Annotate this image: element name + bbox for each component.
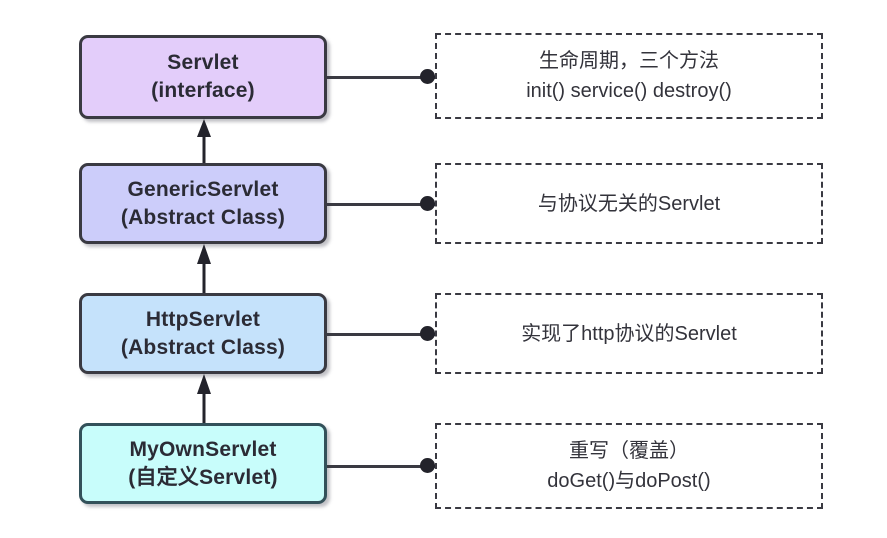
class-box-httpservlet-stereotype: (Abstract Class) — [120, 335, 286, 359]
note-connector-line-genericservlet — [327, 203, 435, 206]
note-myownservlet-line1: 重写（覆盖） — [569, 440, 689, 462]
note-genericservlet[interactable]: 与协议无关的Servlet — [435, 163, 823, 244]
class-box-myownservlet[interactable]: MyOwnServlet (自定义Servlet) — [79, 423, 327, 504]
note-connector-ball-myownservlet — [420, 458, 435, 473]
inheritance-arrow-myown-to-http — [196, 374, 212, 423]
class-box-servlet-name: Servlet — [167, 51, 239, 74]
inheritance-arrow-generic-to-servlet — [196, 119, 212, 163]
class-box-httpservlet-name: HttpServlet — [145, 307, 261, 331]
note-connector-ball-servlet — [420, 69, 435, 84]
note-myownservlet[interactable]: 重写（覆盖） doGet()与doPost() — [435, 423, 823, 509]
note-connector-line-httpservlet — [327, 333, 435, 336]
class-box-httpservlet[interactable]: HttpServlet (Abstract Class) — [79, 293, 327, 374]
class-box-myownservlet-name: MyOwnServlet — [129, 437, 277, 461]
class-box-genericservlet-name: GenericServlet — [127, 177, 279, 201]
note-connector-ball-httpservlet — [420, 326, 435, 341]
note-genericservlet-line1: 与协议无关的Servlet — [537, 192, 721, 215]
note-servlet-line2: init() service() destroy() — [526, 80, 732, 102]
note-myownservlet-line2: doGet()与doPost() — [547, 470, 711, 492]
note-connector-line-servlet — [327, 76, 435, 79]
note-httpservlet[interactable]: 实现了http协议的Servlet — [435, 293, 823, 374]
class-box-genericservlet[interactable]: GenericServlet (Abstract Class) — [79, 163, 327, 244]
class-box-genericservlet-stereotype: (Abstract Class) — [120, 205, 286, 229]
note-servlet[interactable]: 生命周期，三个方法 init() service() destroy() — [435, 33, 823, 119]
inheritance-arrow-http-to-generic — [196, 244, 212, 293]
class-box-servlet-stereotype: (interface) — [151, 79, 255, 102]
note-connector-line-myownservlet — [327, 465, 435, 468]
note-connector-ball-genericservlet — [420, 196, 435, 211]
class-box-myownservlet-stereotype: (自定义Servlet) — [128, 465, 278, 489]
note-servlet-line1: 生命周期，三个方法 — [539, 50, 719, 72]
note-httpservlet-line1: 实现了http协议的Servlet — [521, 322, 737, 345]
class-box-servlet[interactable]: Servlet (interface) — [79, 35, 327, 119]
